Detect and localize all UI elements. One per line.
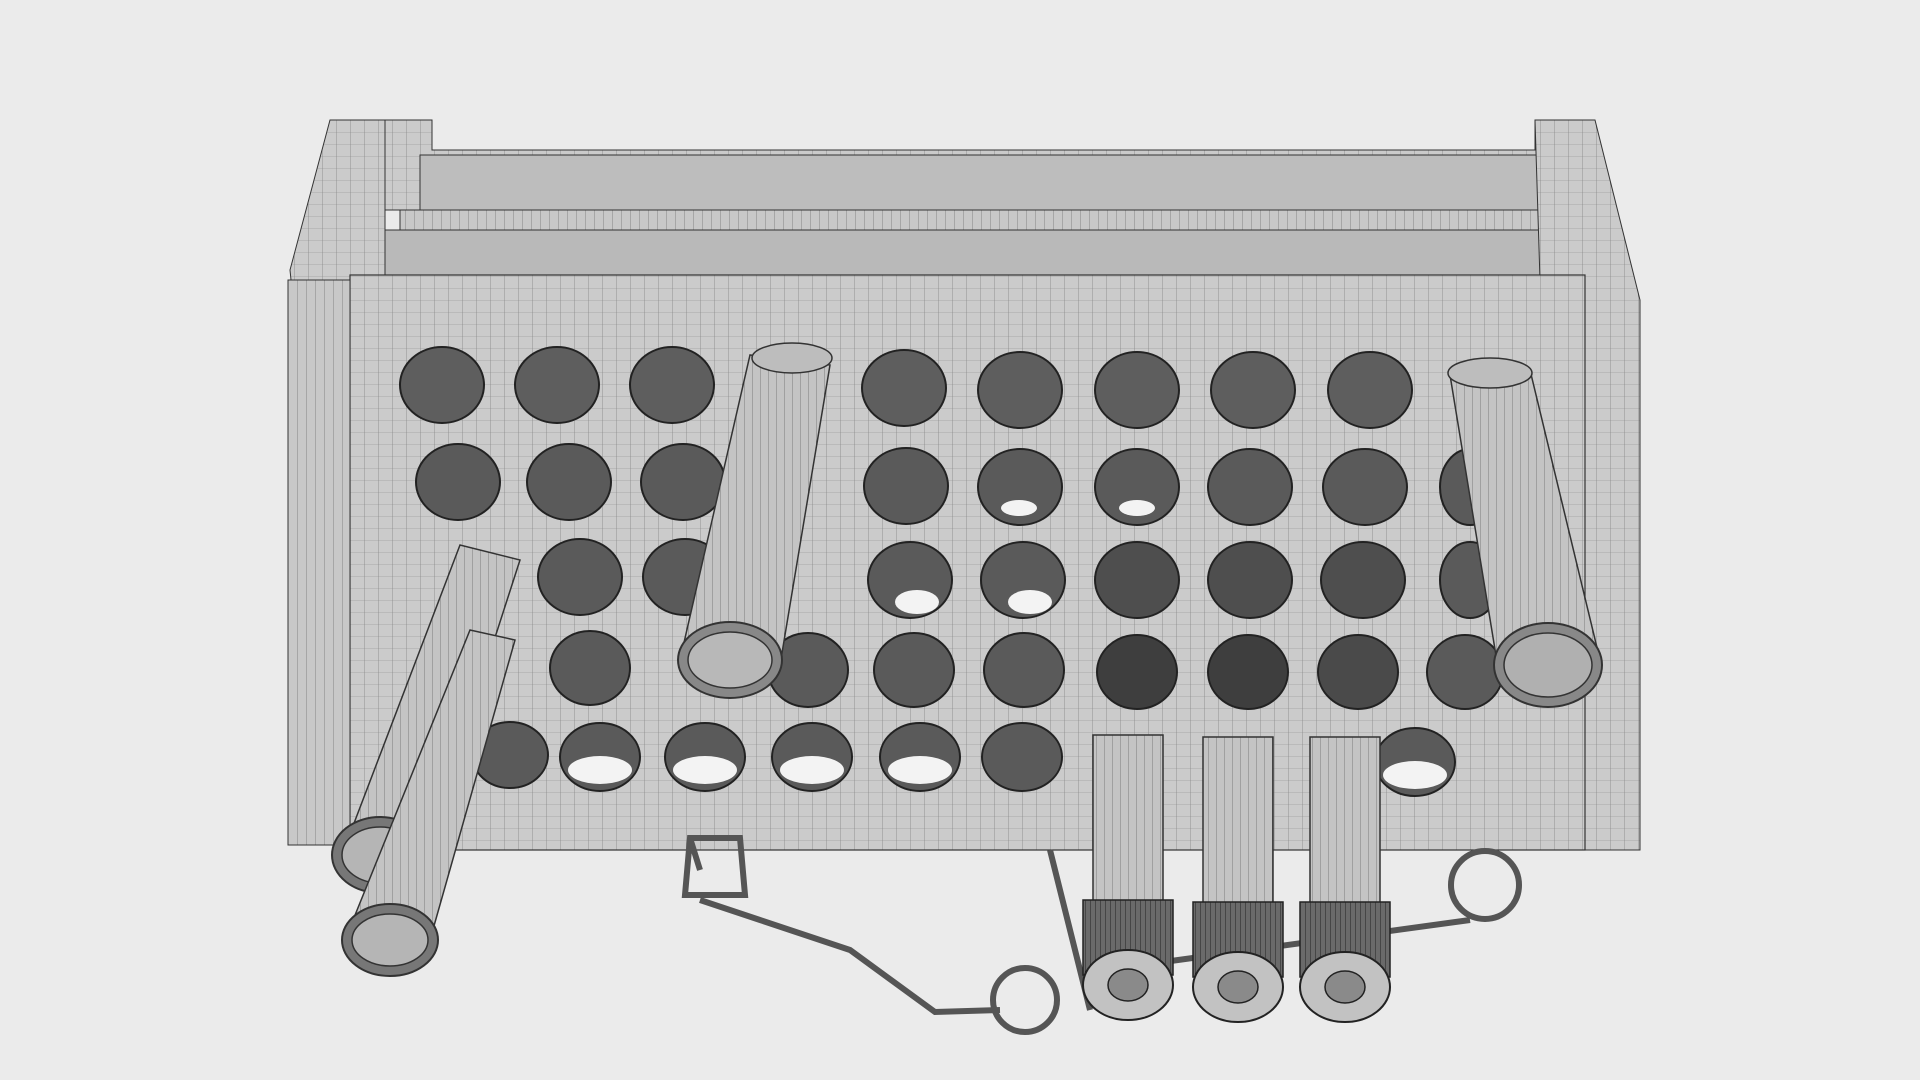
tube-left-back xyxy=(341,629,516,977)
tube-right-leaning xyxy=(1447,357,1603,708)
capped-tube-2 xyxy=(1192,736,1284,1023)
wire-loop xyxy=(681,835,1522,1035)
capped-tube-3 xyxy=(1299,736,1391,1023)
hole-row-4 xyxy=(549,630,1504,710)
capped-tube-1 xyxy=(1082,734,1174,1021)
hole-row-1 xyxy=(399,346,1413,429)
holes-grid xyxy=(399,346,1504,797)
left-side-panel xyxy=(287,279,351,846)
tube-center-leaning xyxy=(677,342,833,699)
hole-row-5 xyxy=(471,721,1456,797)
back-rail-top xyxy=(364,119,1593,276)
hole-row-3 xyxy=(537,538,1501,619)
